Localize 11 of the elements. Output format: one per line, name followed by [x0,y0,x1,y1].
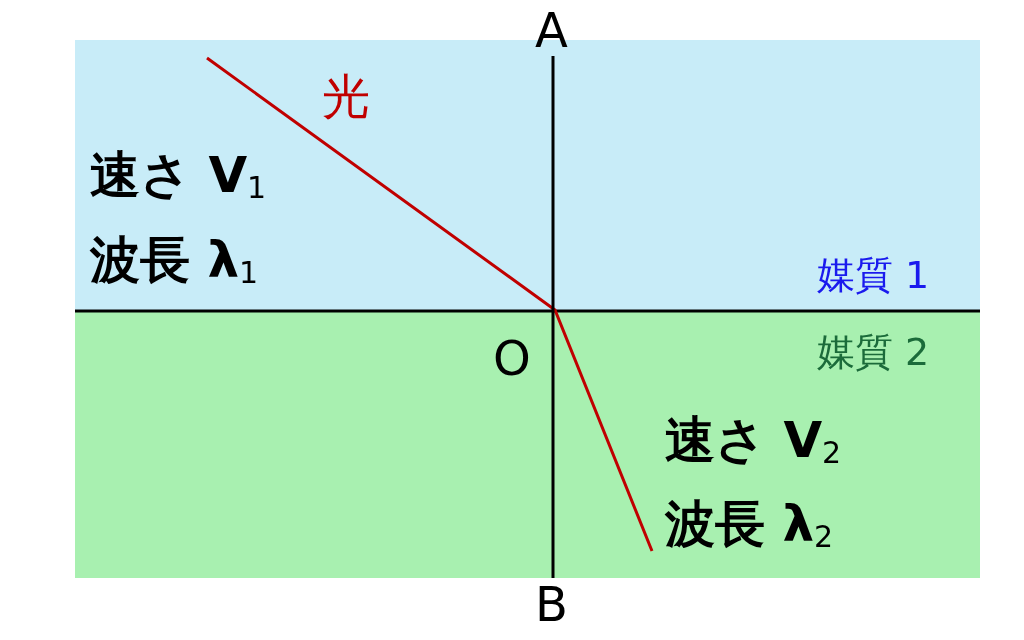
medium-label: 媒質 1 [817,256,930,294]
speed-label: 速さ V$_{1}$ [90,150,267,203]
point-label: A [535,6,568,54]
speed-label: 速さ V$_{2}$ [665,415,842,468]
point-label: O [493,334,531,382]
wavelength-label: 波長 λ$_{2}$ [665,499,834,552]
light-label: 光 [322,72,370,120]
wavelength-label: 波長 λ$_{1}$ [90,235,259,288]
normal-line [551,56,555,578]
point-label: B [535,580,568,628]
medium-label: 媒質 2 [817,333,930,371]
